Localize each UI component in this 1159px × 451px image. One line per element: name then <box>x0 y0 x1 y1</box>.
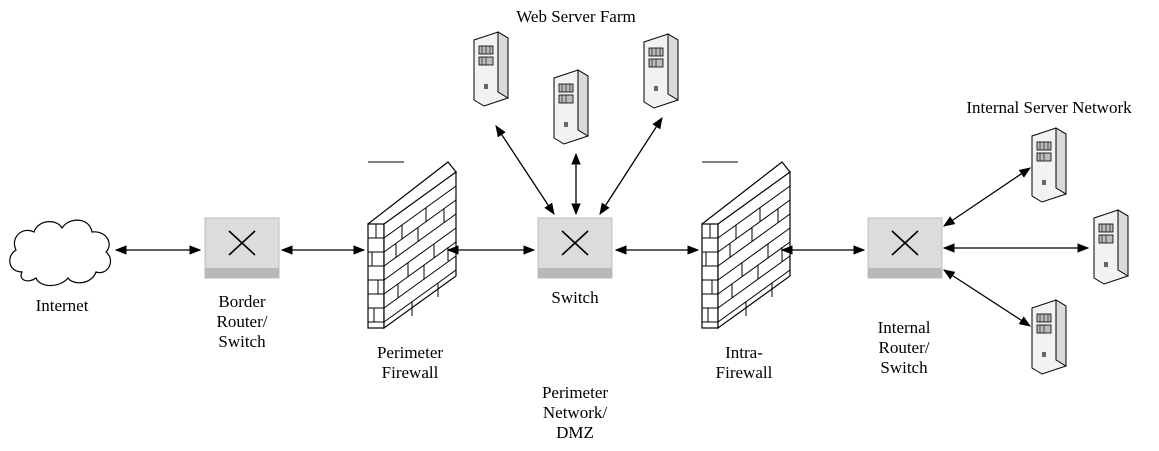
internet-cloud-icon <box>9 219 111 287</box>
internal-server-network-label: Internal Server Network <box>966 98 1132 117</box>
internal-router-icon <box>867 217 943 279</box>
web-server-icon <box>473 31 509 107</box>
internal-server-icon <box>1093 209 1129 285</box>
perimeter-network-label: Perimeter Network/ DMZ <box>541 383 609 442</box>
web-server-icon <box>553 69 589 145</box>
intra-firewall-label: Intra- Firewall <box>715 343 773 382</box>
border-router-label: Border Router/ Switch <box>216 292 268 351</box>
connector-switch-webserver-left <box>495 125 555 215</box>
perimeter-firewall-icon <box>367 161 457 329</box>
internal-router-label: Internal Router/ Switch <box>877 318 931 377</box>
internet-label: Internet <box>35 296 89 315</box>
connector-router-server-top <box>943 167 1031 227</box>
switch-label: Switch <box>551 288 599 307</box>
connector-switch-webserver-right <box>599 117 663 215</box>
dmz-switch-icon <box>537 217 613 279</box>
internal-server-icon <box>1031 299 1067 375</box>
intra-firewall-icon <box>701 161 791 329</box>
internal-server-icon <box>1031 127 1067 203</box>
web-server-icon <box>643 33 679 109</box>
perimeter-firewall-label: Perimeter Firewall <box>376 343 444 382</box>
connector-router-server-bottom <box>943 269 1031 327</box>
border-router-icon <box>204 217 280 279</box>
web-server-farm-label: Web Server Farm <box>516 7 636 26</box>
